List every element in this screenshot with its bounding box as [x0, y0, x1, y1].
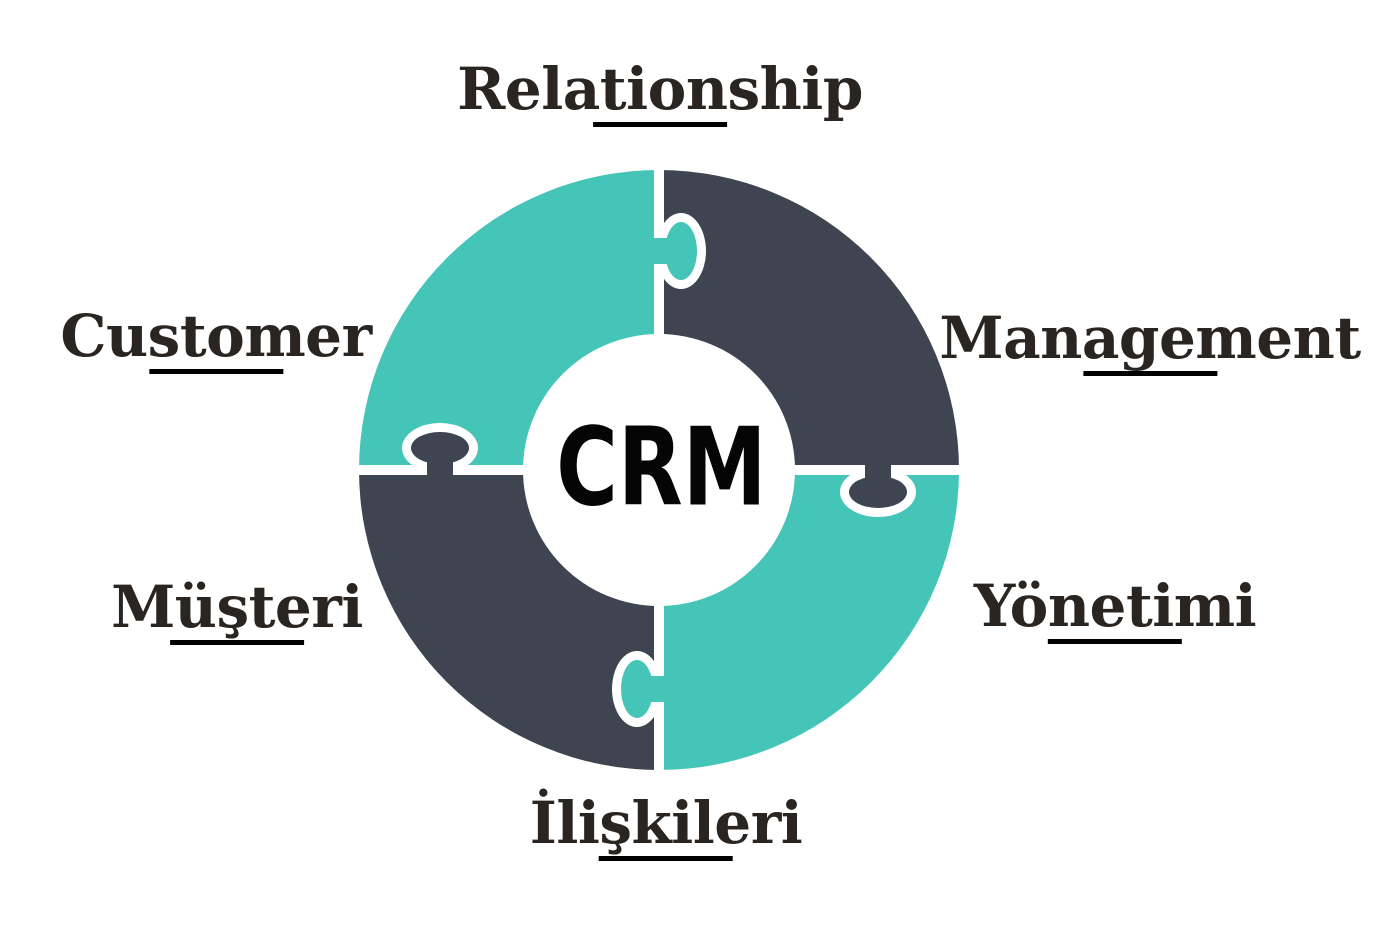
- label-relationship-text: Relationship: [457, 55, 863, 123]
- puzzle-knob-top: [651, 213, 706, 289]
- label-management-text: Management: [939, 304, 1361, 372]
- puzzle-piece-top-right: [659, 170, 959, 470]
- label-musteri-text: Müşteri: [111, 573, 363, 641]
- puzzle-knob-bottom: [612, 651, 667, 727]
- crm-center-text: CRM: [556, 404, 767, 530]
- underline: [598, 856, 733, 861]
- puzzle-knob-right: [840, 462, 916, 517]
- underline: [1047, 639, 1182, 644]
- puzzle-knob-left: [402, 423, 478, 478]
- puzzle-piece-top-left: [359, 170, 659, 470]
- label-yonetimi: Yönetimi: [973, 572, 1257, 644]
- label-customer: Customer: [60, 302, 372, 374]
- puzzle-piece-bottom-right: [659, 470, 959, 770]
- crm-puzzle-ring: CRM: [347, 158, 971, 782]
- label-management: Management: [939, 304, 1361, 376]
- underline: [1082, 371, 1217, 376]
- puzzle-piece-bottom-left: [359, 470, 659, 770]
- underline: [593, 122, 727, 127]
- label-yonetimi-text: Yönetimi: [973, 572, 1257, 640]
- label-iliskileri-text: İlişkileri: [529, 789, 803, 857]
- label-iliskileri: İlişkileri: [530, 794, 803, 861]
- label-musteri: Müşteri: [111, 578, 363, 645]
- label-customer-text: Customer: [60, 302, 372, 370]
- underline: [170, 640, 304, 645]
- underline: [148, 369, 283, 374]
- label-relationship: Relationship: [457, 60, 863, 127]
